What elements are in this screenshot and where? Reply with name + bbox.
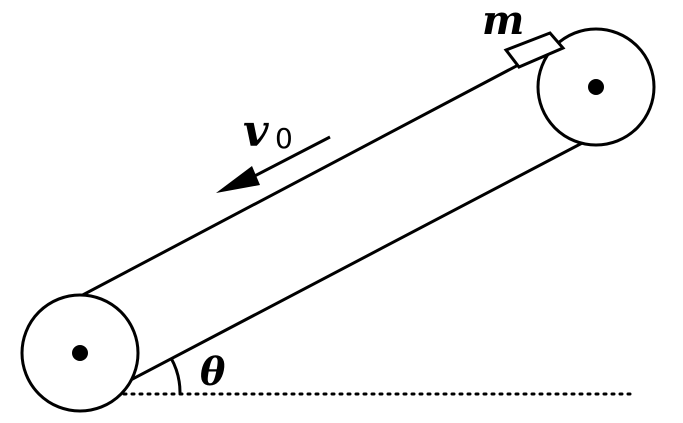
pulley-axle-icon — [588, 79, 604, 95]
belt-top-line — [57, 42, 559, 310]
pulley-axle-icon — [72, 345, 88, 361]
belt-bottom-line — [103, 128, 608, 396]
block-mass — [503, 31, 566, 69]
pulley-bottom-left — [20, 293, 140, 413]
velocity-label: v — [243, 106, 269, 157]
angle-arc — [169, 357, 182, 395]
velocity-subscript: 0 — [275, 122, 293, 155]
velocity-arrow-icon — [216, 135, 331, 193]
mass-label: m — [482, 0, 524, 44]
angle-label: θ — [200, 349, 226, 394]
pulley-top-right — [536, 27, 656, 147]
